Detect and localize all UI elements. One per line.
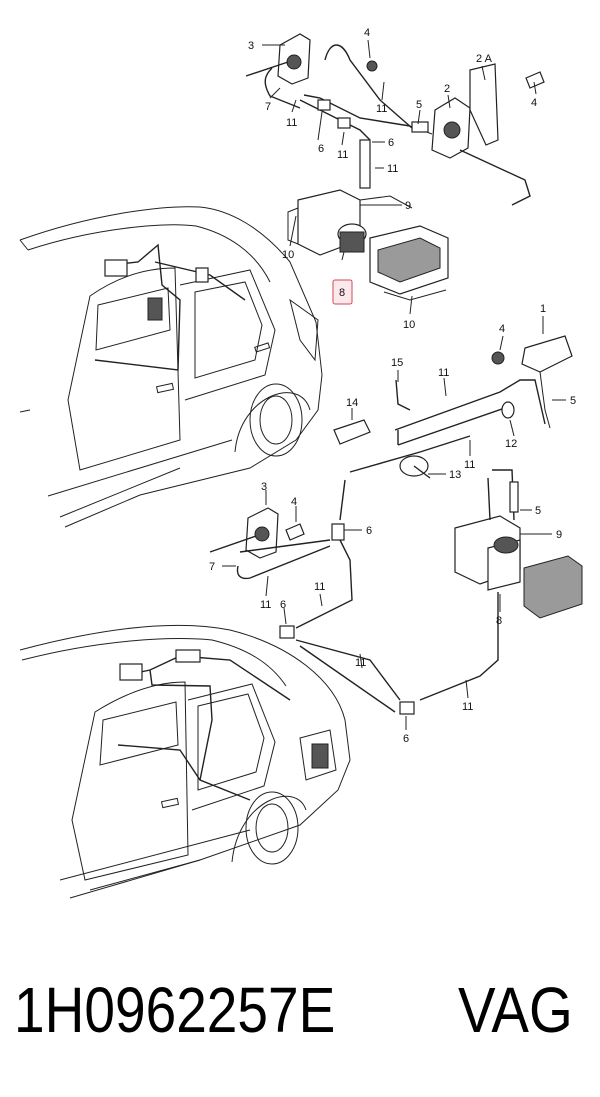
callout-12: 12 xyxy=(505,438,517,450)
callout-10: 10 xyxy=(403,319,415,331)
callout-4: 4 xyxy=(531,97,537,109)
callout-11: 11 xyxy=(438,367,449,379)
callout-11: 11 xyxy=(376,103,387,115)
callout-3: 3 xyxy=(248,40,254,52)
parts-diagram: 3 4 2 A 2 4 7 11 11 5 6 11 6 11 9 10 8 1… xyxy=(19,27,583,899)
callout-8: 8 xyxy=(496,615,502,627)
callout-2: 2 xyxy=(444,83,450,95)
callout-11: 11 xyxy=(314,581,325,593)
callout-11: 11 xyxy=(337,149,348,161)
callout-6: 6 xyxy=(318,143,324,155)
highlight-box-part-8 xyxy=(332,279,353,305)
callout-6: 6 xyxy=(366,525,372,537)
callout-2a: 2 A xyxy=(476,53,493,65)
callout-10: 10 xyxy=(282,249,294,261)
callout-4: 4 xyxy=(364,27,370,39)
callout-11: 11 xyxy=(286,117,297,129)
callout-11: 11 xyxy=(462,701,473,713)
callout-3: 3 xyxy=(261,481,267,493)
lower-car-outline xyxy=(19,624,351,899)
callout-11: 11 xyxy=(260,599,271,611)
callout-13: 13 xyxy=(449,469,461,481)
upper-car-outline xyxy=(19,206,323,528)
part-number: 1H0962257E xyxy=(14,974,336,1046)
callout-1: 1 xyxy=(540,303,546,315)
callout-11: 11 xyxy=(464,459,475,471)
callout-5: 5 xyxy=(570,395,576,407)
callout-11: 11 xyxy=(355,657,366,669)
lower-parts-assembly xyxy=(209,479,415,715)
callout-8-highlighted: 8 xyxy=(339,287,345,299)
callout-5: 5 xyxy=(535,505,541,517)
callout-6: 6 xyxy=(403,733,409,745)
callout-15: 15 xyxy=(391,357,403,369)
callout-6: 6 xyxy=(280,599,286,611)
callout-4: 4 xyxy=(291,496,297,508)
brand-name: VAG xyxy=(458,974,573,1046)
callout-14: 14 xyxy=(346,397,358,409)
upper-parts-assembly xyxy=(245,33,545,301)
callout-6: 6 xyxy=(388,137,394,149)
callout-7: 7 xyxy=(209,561,215,573)
leader-lines xyxy=(222,39,566,730)
callout-5: 5 xyxy=(416,99,422,111)
callout-11: 11 xyxy=(387,163,398,175)
callout-9: 9 xyxy=(556,529,562,541)
callout-4: 4 xyxy=(499,323,505,335)
middle-parts-assembly xyxy=(333,335,583,701)
callout-labels: 3 4 2 A 2 4 7 11 11 5 6 11 6 11 9 10 8 1… xyxy=(209,27,576,745)
footer: 1H0962257E VAG xyxy=(0,970,600,1060)
callout-9: 9 xyxy=(405,200,411,212)
callout-7: 7 xyxy=(265,101,271,113)
